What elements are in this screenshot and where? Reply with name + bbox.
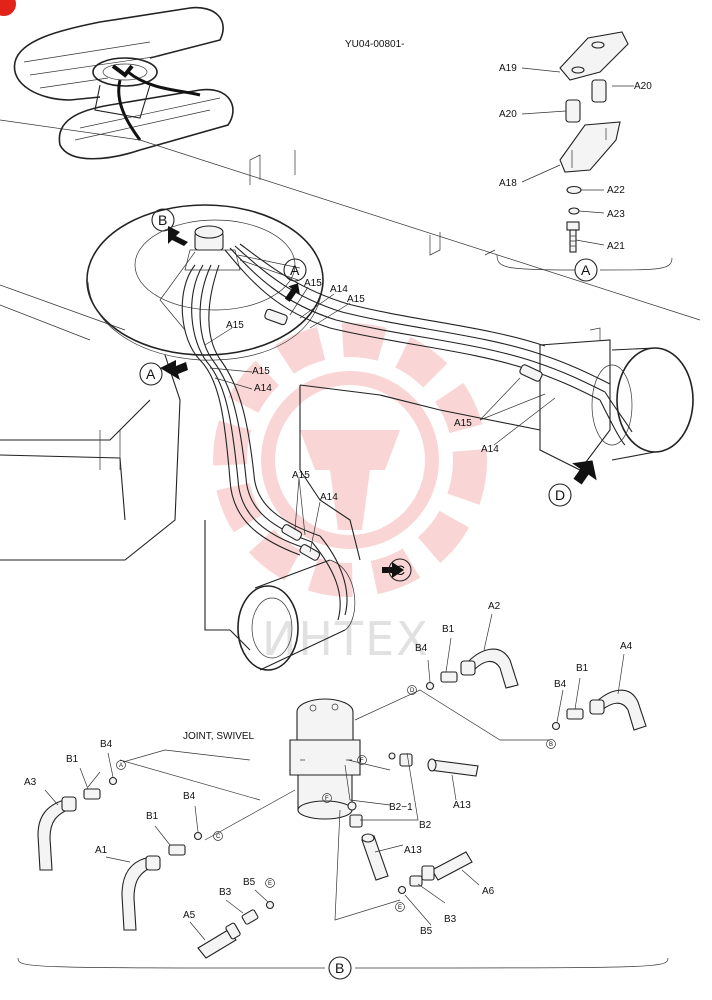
document-code: YU04-00801- (345, 39, 404, 50)
watermark-gear-logo (213, 323, 487, 597)
callout-a22: A22 (607, 185, 625, 196)
small-letter-f-right: F (360, 758, 364, 764)
callout-b1-a1: B1 (146, 811, 159, 822)
small-letter-b: B (549, 742, 553, 748)
callout-a5: A5 (183, 910, 196, 921)
crawler-thumbnail (13, 6, 234, 160)
callout-a1: A1 (95, 845, 108, 856)
corner-badge (0, 0, 16, 16)
view-b-circle-bottom (328, 956, 352, 980)
view-a-letter-main-left: A (146, 366, 156, 382)
callout-a14-right: A14 (481, 444, 499, 455)
watermark-text: ИНТЕХ (262, 612, 430, 666)
callout-a15-bottom: A15 (292, 470, 310, 481)
callout-a20-right: A20 (634, 81, 652, 92)
bottom-bracket (17, 957, 669, 969)
hydraulic-hoses (159, 243, 633, 621)
small-letter-d: D (410, 688, 415, 694)
callout-b3-right: B3 (444, 914, 457, 925)
swivel-joint-detail (37, 613, 647, 959)
callout-a20-left: A20 (499, 109, 517, 120)
callout-b2-1: B2−1 (389, 802, 413, 813)
detail-a-bracket (496, 31, 673, 271)
view-b-letter-bottom: B (335, 960, 344, 976)
callout-b4-a4: B4 (554, 679, 567, 690)
view-d-circle (548, 483, 572, 507)
callout-a13-bottom: A13 (404, 845, 422, 856)
callout-b1-a4: B1 (576, 663, 589, 674)
callout-a21: A21 (607, 241, 625, 252)
callout-a15-right: A15 (454, 418, 472, 429)
callout-b1-a3: B1 (66, 754, 79, 765)
joint-swivel-caption: JOINT, SWIVEL (183, 731, 255, 742)
undercarriage-frame (0, 119, 701, 671)
callout-a23: A23 (607, 209, 625, 220)
callout-b2: B2 (419, 820, 432, 831)
callout-b4-a2: B4 (415, 643, 428, 654)
callout-a3: A3 (24, 777, 37, 788)
callout-b5-right: B5 (420, 926, 433, 937)
small-letter-e-left: E (268, 881, 272, 887)
view-a-circle-main-top (283, 258, 307, 282)
view-arrows (160, 226, 597, 578)
small-letter-f-body: F (325, 796, 329, 802)
view-b-circle-main (151, 208, 175, 232)
view-d-letter: D (555, 487, 565, 503)
callout-a2: A2 (488, 601, 501, 612)
callout-a6: A6 (482, 886, 495, 897)
view-c-letter: C (395, 562, 405, 578)
main-leaders (204, 286, 556, 553)
callout-a19: A19 (499, 63, 517, 74)
callout-a15-mid: A15 (226, 320, 244, 331)
callout-a14-bottom: A14 (320, 492, 338, 503)
callout-a14-top: A14 (330, 284, 348, 295)
view-c-circle (388, 558, 412, 582)
callout-b1-a2: B1 (442, 624, 455, 635)
callout-b4-a3: B4 (100, 739, 113, 750)
callout-b5-left: B5 (243, 877, 256, 888)
callout-a15-left: A15 (252, 366, 270, 377)
callout-a4: A4 (620, 641, 633, 652)
view-a-circle-detail (574, 258, 598, 282)
small-letter-e-right: E (398, 905, 402, 911)
callout-a18: A18 (499, 178, 517, 189)
callout-b4-a1: B4 (183, 791, 196, 802)
callout-b3-left: B3 (219, 887, 232, 898)
view-a-letter-main-top: A (290, 262, 300, 278)
view-a-circle-main-left (139, 362, 163, 386)
view-a-letter-detail: A (581, 262, 591, 278)
small-letter-c: C (216, 834, 221, 840)
callout-a15-top1: A15 (304, 278, 322, 289)
callout-a15-top2: A15 (347, 294, 365, 305)
callout-a14-left: A14 (254, 383, 272, 394)
view-b-letter-main: B (158, 212, 167, 228)
small-letter-a: A (119, 763, 123, 769)
callout-a13-top: A13 (453, 800, 471, 811)
